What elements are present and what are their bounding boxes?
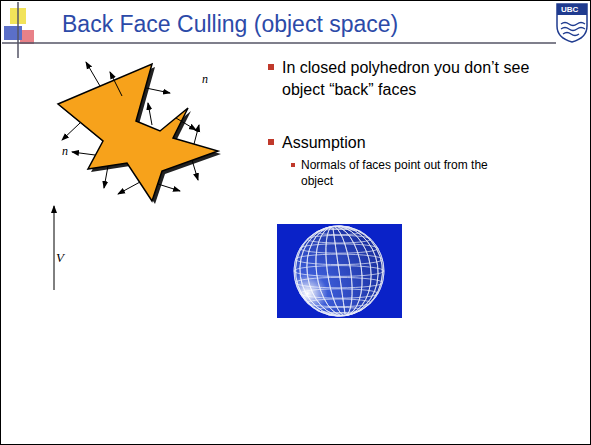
ornament-line: [17, 2, 19, 58]
face-normals: [62, 62, 199, 194]
logo-band: [557, 4, 587, 15]
view-vector: [54, 206, 55, 290]
normal-label: n: [202, 72, 208, 87]
bullet: [268, 64, 274, 70]
ornament-square: [20, 30, 34, 44]
logo-text: UBC: [561, 4, 578, 15]
bullet-text: In closed polyhedron you don’t see objec…: [282, 57, 572, 101]
polyhedron: [58, 64, 218, 201]
view-label: V: [56, 250, 64, 266]
ornament-square: [4, 26, 22, 40]
logo-waves: [561, 23, 585, 36]
bullet: [291, 163, 295, 167]
sub-bullet-text: Normals of faces point out from the obje…: [301, 157, 501, 189]
bullet-text: Assumption: [282, 132, 366, 154]
sphere-wireframe: [288, 220, 390, 322]
logo-shield: [557, 4, 587, 42]
title-rule: [2, 42, 556, 44]
slide-title: Back Face Culling (object space): [62, 11, 398, 38]
normal-label: n: [62, 144, 68, 159]
bullet: [268, 139, 274, 145]
